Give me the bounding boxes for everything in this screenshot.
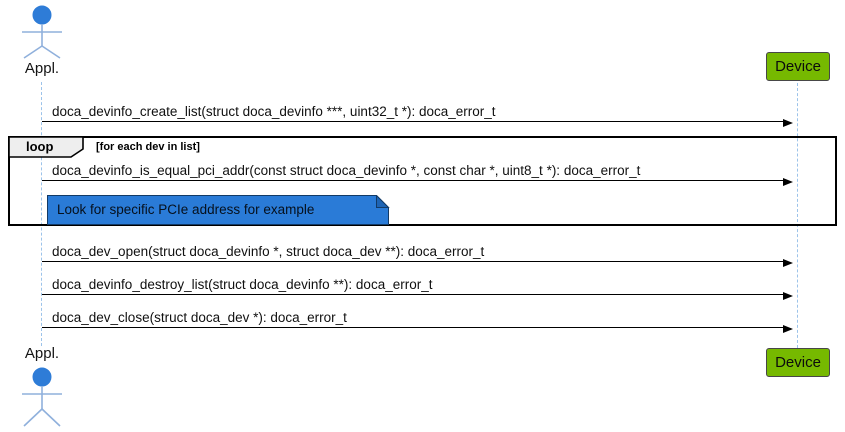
note-shape — [47, 195, 390, 225]
message-dev-open: doca_dev_open(struct doca_devinfo *, str… — [42, 241, 793, 267]
message-label: doca_dev_open(struct doca_devinfo *, str… — [52, 243, 485, 259]
message-create-list: doca_devinfo_create_list(struct doca_dev… — [42, 101, 793, 127]
message-label: doca_dev_close(struct doca_dev *): doca_… — [52, 309, 347, 325]
message-label: doca_devinfo_is_equal_pci_addr(const str… — [52, 162, 641, 178]
participant-device-top: Device — [766, 52, 830, 81]
loop-fragment-frame: loop [for each dev in list] — [8, 136, 837, 226]
actor-label-appl-bottom: Appl. — [24, 345, 60, 362]
arrowhead-icon — [783, 177, 793, 186]
arrowhead-icon — [783, 118, 793, 127]
message-dev-close: doca_dev_close(struct doca_dev *): doca_… — [42, 307, 793, 333]
lifeline-device — [797, 83, 798, 348]
arrowhead-icon — [783, 324, 793, 333]
message-line — [42, 261, 785, 262]
arrowhead-icon — [783, 291, 793, 300]
note-text: Look for specific PCIe address for examp… — [57, 202, 315, 217]
loop-operator-pentagon — [8, 136, 84, 158]
message-line — [42, 294, 785, 295]
message-line — [42, 121, 785, 122]
participant-device-bottom: Device — [766, 348, 830, 377]
message-is-equal-pci-addr: doca_devinfo_is_equal_pci_addr(const str… — [42, 160, 793, 186]
actor-figure-icon — [22, 5, 62, 59]
message-destroy-list: doca_devinfo_destroy_list(struct doca_de… — [42, 274, 793, 300]
arrowhead-icon — [783, 258, 793, 267]
loop-operator-label: loop — [26, 139, 54, 154]
message-label: doca_devinfo_create_list(struct doca_dev… — [52, 103, 496, 119]
actor-label-appl-top: Appl. — [24, 60, 60, 77]
loop-guard-label: [for each dev in list] — [96, 141, 200, 153]
actor-figure-icon — [22, 367, 62, 427]
message-line — [42, 327, 785, 328]
message-line — [42, 180, 785, 181]
lifeline-appl — [41, 82, 42, 346]
message-label: doca_devinfo_destroy_list(struct doca_de… — [52, 276, 433, 292]
